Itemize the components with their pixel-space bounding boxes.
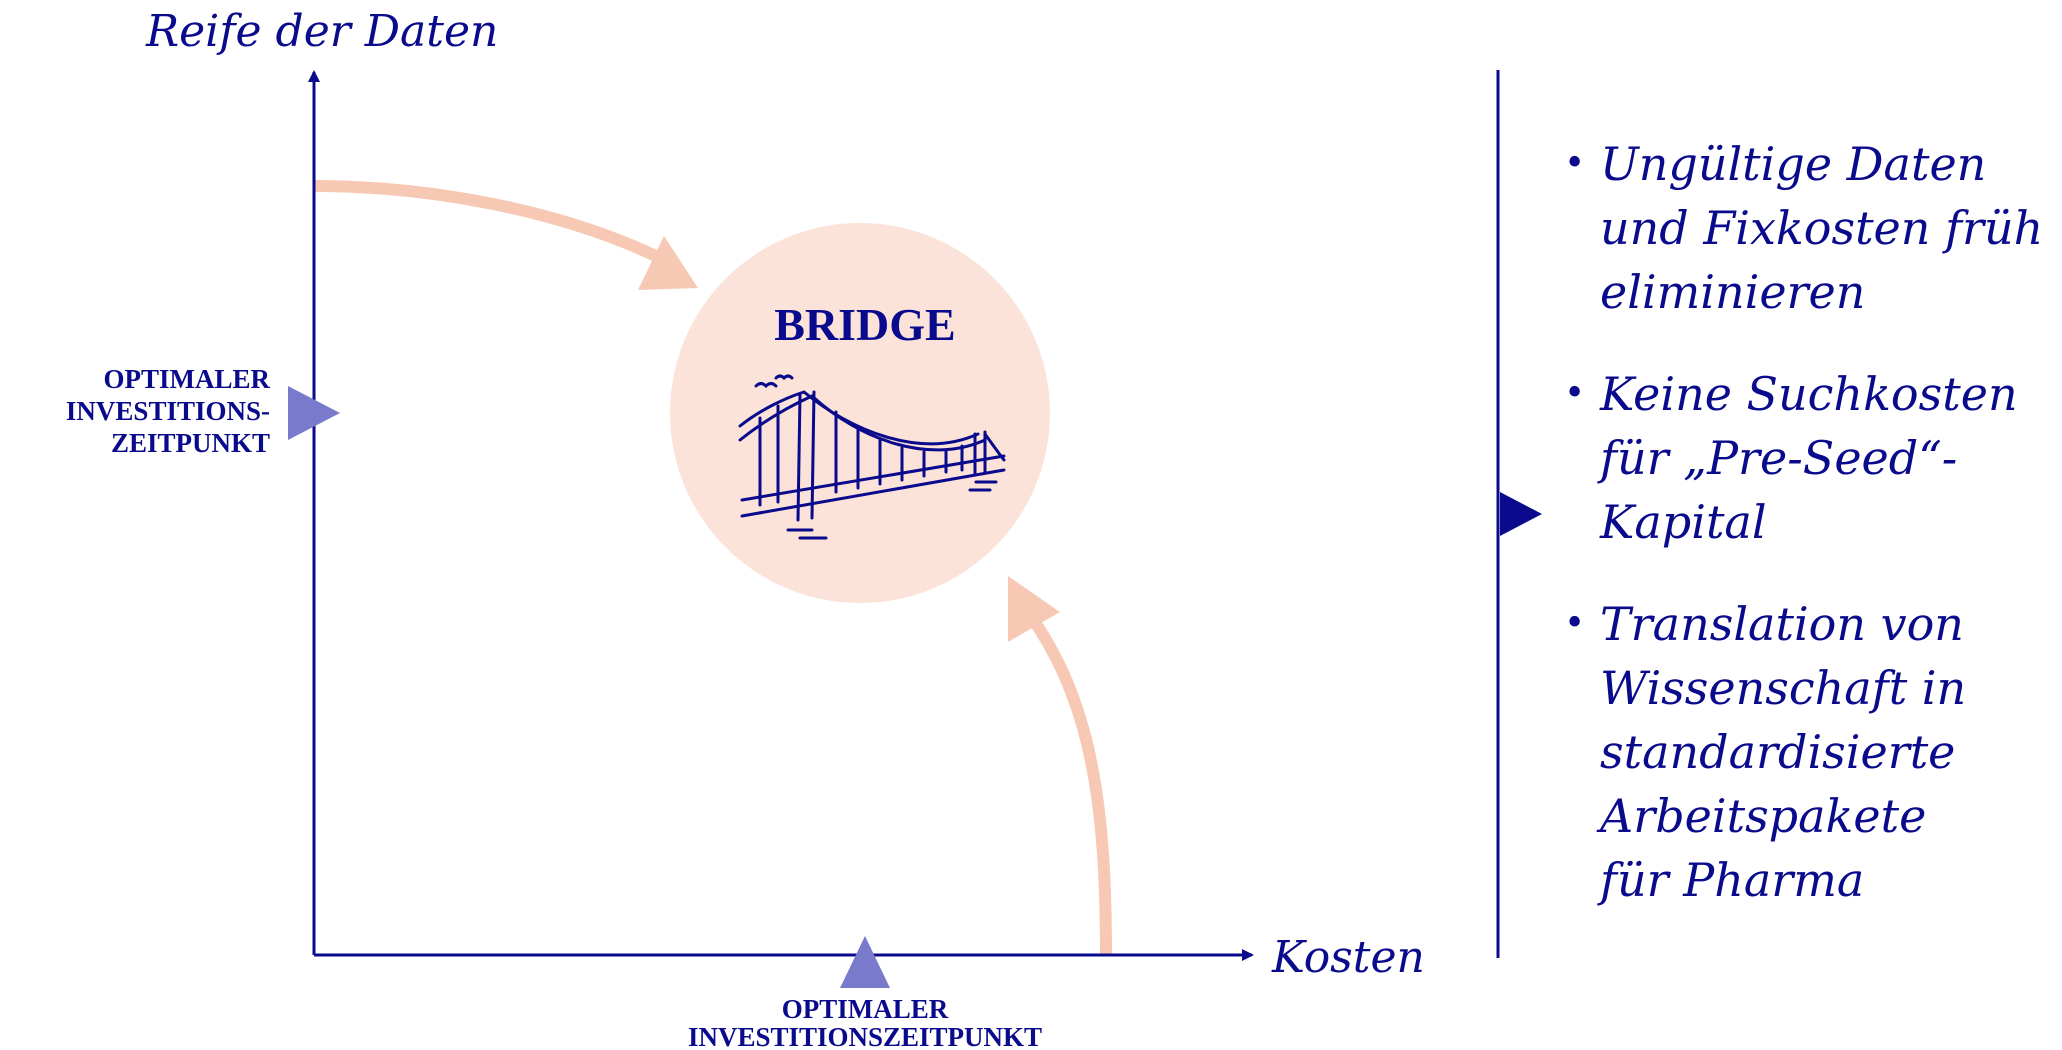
left-marker-line-2: INVESTITIONS- — [66, 396, 270, 426]
bridge-icon — [738, 374, 1006, 540]
left-marker-line-1: OPTIMALER — [103, 364, 270, 394]
bullet-dot-icon: • — [1564, 143, 1586, 184]
divider-pointer — [1500, 492, 1542, 536]
bullet-text: Translation von Wissenschaft in standard… — [1600, 597, 1967, 907]
bottom-marker-line-2: INVESTITIONSZEITPUNKT — [688, 1022, 1042, 1050]
bottom-marker-triangle — [840, 936, 890, 988]
bullet-item: • Ungültige Daten und Fixkosten früh elim… — [1564, 132, 2060, 324]
bottom-marker-line-1: OPTIMALER — [782, 994, 949, 1024]
left-marker-triangle — [288, 386, 340, 440]
bullet-item: • Keine Suchkosten für „Pre-Seed“- Kapita… — [1564, 362, 2060, 554]
bottom-marker-label: OPTIMALER INVESTITIONSZEITPUNKT — [688, 994, 1042, 1050]
bridge-circle — [670, 223, 1050, 603]
top-curved-arrow — [313, 180, 698, 290]
y-axis-label: Reife der Daten — [145, 6, 498, 57]
bullet-list: • Ungültige Daten und Fixkosten früh elim… — [1564, 132, 2060, 950]
bullet-item: • Translation von Wissenschaft in standar… — [1564, 592, 2060, 912]
left-marker-line-3: ZEITPUNKT — [111, 428, 270, 458]
bullet-text: Keine Suchkosten für „Pre-Seed“- Kapital — [1600, 367, 2018, 549]
bottom-curved-arrow — [1008, 576, 1112, 956]
left-marker-label: OPTIMALER INVESTITIONS- ZEITPUNKT — [66, 364, 271, 458]
x-axis-label: Kosten — [1271, 932, 1425, 983]
bullet-text: Ungültige Daten und Fixkosten früh elimi… — [1600, 137, 2044, 319]
bridge-title: BRIDGE — [774, 299, 955, 350]
bullet-dot-icon: • — [1564, 603, 1586, 644]
bullet-dot-icon: • — [1564, 373, 1586, 414]
